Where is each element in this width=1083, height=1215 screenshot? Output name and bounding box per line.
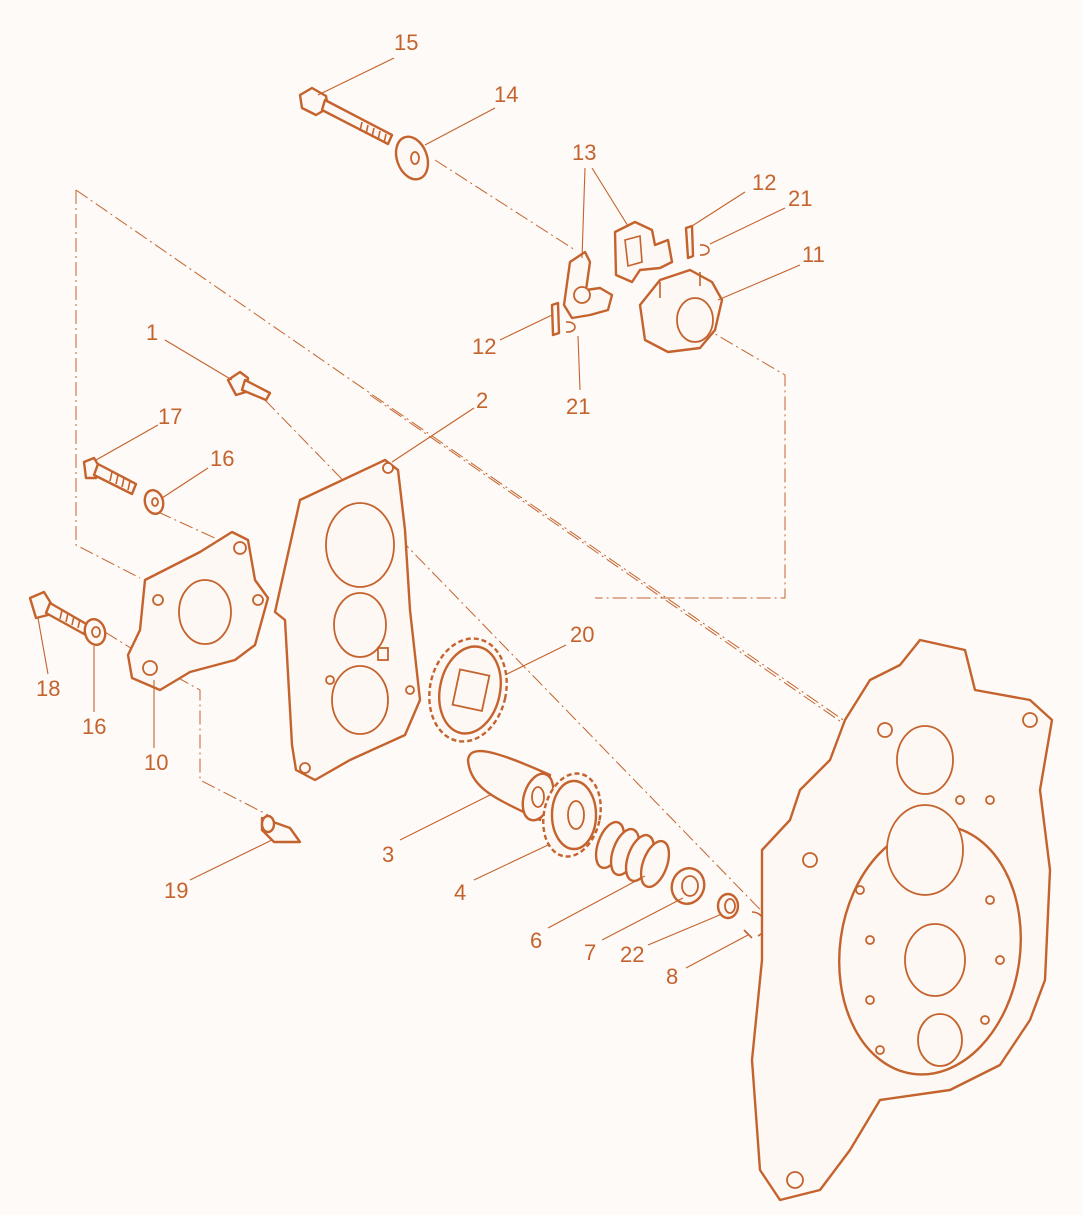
callout-16-upper: 16: [210, 446, 234, 471]
callout-21-upper: 21: [788, 186, 812, 211]
assembly-axis-lines: [75, 159, 866, 931]
callout-2: 2: [476, 388, 488, 413]
part-18-cap-screw: [28, 590, 90, 636]
part-16-washer-upper: [143, 488, 165, 516]
part-7-collar: [670, 867, 706, 905]
part-1-screw: [226, 370, 272, 402]
callout-16-lower: 16: [82, 714, 106, 739]
callout-20: 20: [570, 622, 594, 647]
callout-12-upper: 12: [752, 170, 776, 195]
pump-housing-body: [750, 638, 1054, 1202]
callout-numbers: 15 14 13 12 21 11 12 21 1 2 17 16 20 18 …: [36, 30, 825, 989]
callout-18: 18: [36, 676, 60, 701]
part-20-gear: [428, 637, 508, 743]
callout-6: 6: [530, 928, 542, 953]
callout-22: 22: [620, 942, 644, 967]
callout-3: 3: [382, 842, 394, 867]
part-22-ring: [716, 892, 740, 920]
callout-14: 14: [494, 82, 518, 107]
callout-4: 4: [454, 880, 466, 905]
parts-12-21-pins-clips: [550, 224, 710, 337]
part-13-fork-halves: [562, 220, 674, 320]
callout-10: 10: [144, 750, 168, 775]
callout-15: 15: [394, 30, 418, 55]
leader-lines: [37, 57, 801, 969]
callout-21-lower: 21: [566, 394, 590, 419]
part-14-washer: [394, 135, 430, 181]
part-16-washer-lower: [83, 617, 107, 647]
callout-8: 8: [666, 964, 678, 989]
callout-11: 11: [802, 242, 825, 267]
part-11-bearing-housing: [638, 268, 724, 354]
part-6-spring: [594, 820, 671, 889]
callout-12-lower: 12: [472, 334, 496, 359]
part-10-adapter-plate: [126, 530, 270, 692]
part-17-bolt: [82, 456, 138, 496]
part-15-flange-bolt: [298, 86, 394, 146]
callout-17: 17: [158, 404, 182, 429]
part-2-gasket-plate: [273, 458, 422, 782]
callout-1: 1: [146, 320, 158, 345]
part-4-gear: [542, 772, 602, 858]
callout-7: 7: [584, 940, 596, 965]
callout-13: 13: [572, 140, 596, 165]
callout-19: 19: [164, 878, 188, 903]
part-19-dowel-sleeve: [260, 814, 302, 844]
